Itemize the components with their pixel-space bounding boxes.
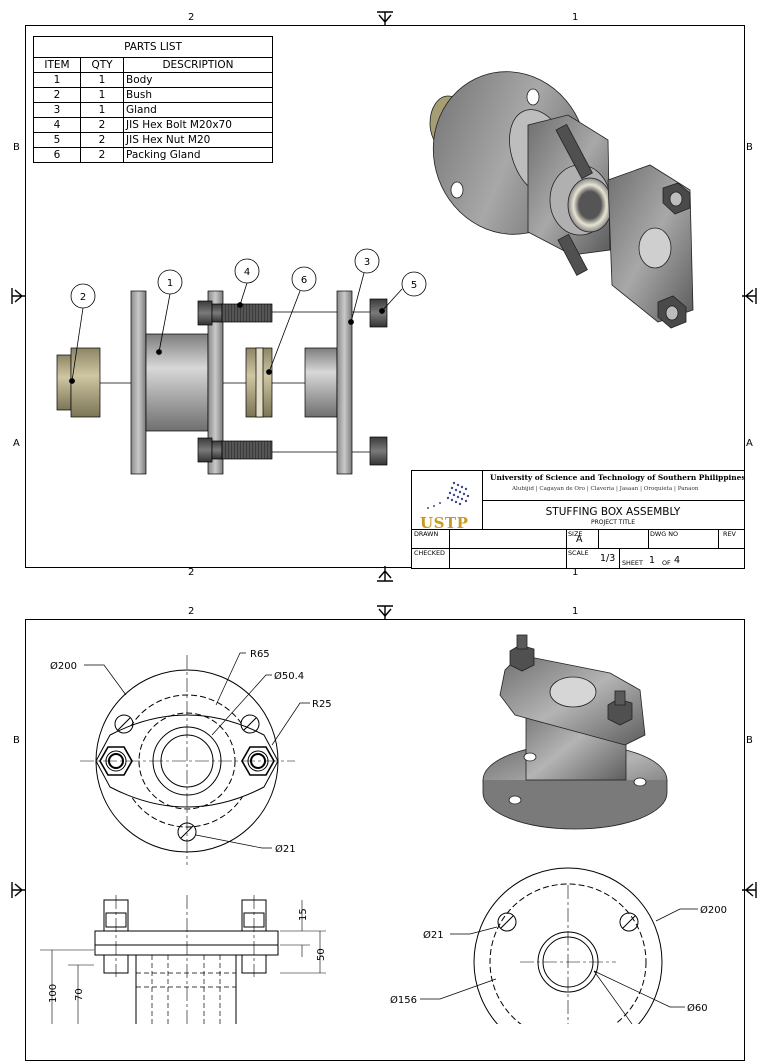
dim-100: 100 [48,984,59,1003]
scale-value: 1/3 [600,553,616,564]
zone-label-top-1: 1 [572,606,579,617]
dim-d200-top: Ø200 [50,660,77,672]
ustp-logo-text: USTP [420,514,469,532]
size-value: A [576,534,583,545]
sheet-number: 1 [649,555,656,566]
zone-label-left-a: A [13,438,20,449]
project-title-cell: STUFFING BOX ASSEMBLY PROJECT TITLE [482,500,744,528]
size-label: SIZE [568,530,583,538]
dim-d50-4: Ø50.4 [274,670,304,682]
orthographic-views: Ø200 R65 Ø50.4 R25 Ø21 [11,605,757,1024]
checked-label: CHECKED [414,549,445,557]
dim-d156: Ø156 [390,994,417,1006]
parts-cell: Packing Gland [123,147,273,163]
zone-label-left-b: B [13,735,20,746]
centering-marks-sheet-1 [11,11,757,582]
balloon-3: 3 [364,257,370,268]
dim-70: 70 [74,988,85,1001]
zone-label-left-b: B [13,142,20,153]
sheet-total: 4 [674,555,681,566]
dwg-no-label: DWG NO [650,530,679,538]
zone-label-top-2: 2 [188,606,195,617]
balloon-5: 5 [411,280,417,291]
university-name: University of Science and Technology of … [490,473,746,482]
dim-d60: Ø60 [687,1002,708,1014]
drawing-sheet-1: 2 1 2 1 B B A A PARTS LIST ITEM QTY DESC… [11,11,757,582]
dim-d21-bottom: Ø21 [423,929,444,941]
dim-r65: R65 [250,649,270,660]
rev-label: REV [723,530,736,538]
zone-label-bottom-1: 1 [572,567,579,578]
zone-label-top-2: 2 [188,12,195,23]
zone-label-top-1: 1 [572,12,579,23]
ustp-logo: USTP [414,473,480,532]
drawn-label: DRAWN [414,530,439,538]
dim-r25: R25 [312,699,332,710]
zone-label-right-b: B [746,735,753,746]
exploded-view: 2 1 4 6 3 5 [56,248,427,475]
zone-label-bottom-2: 2 [188,567,195,578]
balloon-2: 2 [80,292,86,303]
campus-list: Alubijid | Cagayan de Oro | Claveria | J… [512,486,699,492]
isometric-exploded-view [429,71,694,329]
dim-15: 15 [298,908,309,921]
balloon-1: 1 [167,278,173,289]
balloon-4: 4 [244,267,250,278]
dim-50: 50 [316,948,327,961]
zone-label-right-a: A [746,438,753,449]
zone-label-right-b: B [746,142,753,153]
project-title-label: PROJECT TITLE [590,519,636,526]
drawing-sheet-2: 2 1 B B [0,595,768,1061]
balloon-6: 6 [301,275,307,286]
project-title: STUFFING BOX ASSEMBLY [545,506,681,518]
dim-d200-bottom: Ø200 [700,904,727,916]
dim-d21-top: Ø21 [275,843,296,855]
scale-label: SCALE [568,549,589,557]
sheet-label: SHEET [622,559,643,567]
of-label: OF [662,559,671,567]
title-block: USTP University of Science and Technolog… [411,470,746,569]
parts-cell: JIS Hex Bolt M20x70 [123,117,273,133]
